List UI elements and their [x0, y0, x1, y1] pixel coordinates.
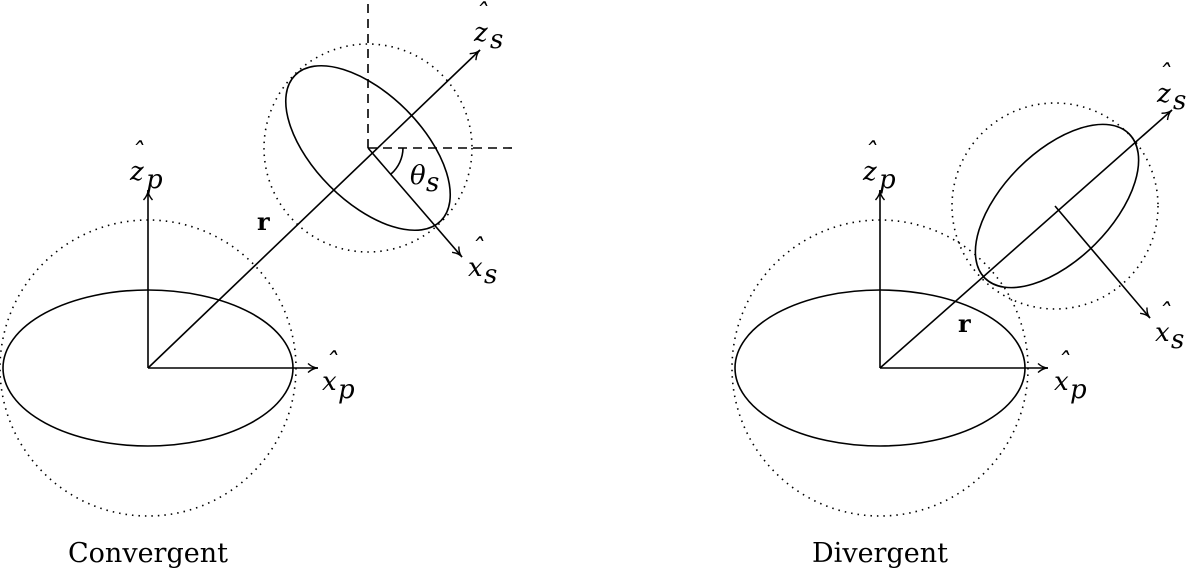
theta-label: θ s	[410, 161, 439, 198]
convergent-caption: Convergent	[68, 538, 228, 569]
r-vector-zs-axis	[147, 49, 481, 369]
svg-text:x: x	[1155, 318, 1170, 348]
svg-text:ˆ: ˆ	[131, 138, 144, 168]
svg-text:ˆ: ˆ	[1057, 348, 1070, 378]
svg-text:s: s	[1173, 86, 1186, 116]
secondary-ellipse	[974, 123, 1140, 289]
secondary-ellipse	[284, 64, 452, 232]
svg-text:z: z	[862, 157, 877, 187]
r-vector-zs-axis	[879, 109, 1173, 369]
convergent-panel: ˆ z p ˆ x p ˆ z s ˆ x s r θ s Convergent	[0, 0, 515, 569]
secondary-bounding-circle	[263, 43, 473, 253]
svg-text:s: s	[1171, 325, 1184, 355]
zs-label: ˆ z s	[473, 0, 503, 55]
svg-text:z: z	[473, 18, 488, 48]
svg-text:s: s	[490, 25, 503, 55]
svg-text:p: p	[338, 375, 355, 405]
svg-text:s: s	[426, 168, 439, 198]
xp-label: ˆ x p	[322, 348, 355, 405]
svg-text:θ: θ	[410, 161, 426, 191]
xp-label: ˆ x p	[1054, 348, 1087, 405]
svg-text:ˆ: ˆ	[1158, 299, 1171, 329]
xs-label: ˆ x s	[468, 234, 497, 290]
r-label: r	[257, 207, 270, 236]
svg-text:p: p	[146, 165, 163, 195]
xs-axis	[367, 147, 463, 258]
svg-text:z: z	[1156, 79, 1171, 109]
svg-text:ˆ: ˆ	[1158, 60, 1171, 90]
secondary-bounding-circle	[951, 102, 1159, 310]
svg-text:x: x	[322, 367, 337, 397]
svg-text:z: z	[129, 157, 144, 187]
theta-arc	[390, 147, 404, 175]
r-label: r	[958, 309, 971, 338]
svg-text:x: x	[1054, 367, 1069, 397]
svg-text:p: p	[879, 165, 896, 195]
divergent-panel: ˆ z p ˆ x p ˆ z s ˆ x s r Divergent	[731, 60, 1186, 569]
xs-axis	[1054, 205, 1151, 319]
svg-text:p: p	[1070, 375, 1087, 405]
zp-label: ˆ z p	[129, 138, 163, 195]
divergent-caption: Divergent	[812, 538, 948, 569]
svg-text:ˆ: ˆ	[864, 138, 877, 168]
svg-text:ˆ: ˆ	[475, 0, 488, 29]
zs-label: ˆ z s	[1156, 60, 1186, 116]
xs-label: ˆ x s	[1155, 299, 1184, 355]
zp-label: ˆ z p	[862, 138, 896, 195]
svg-text:x: x	[468, 253, 483, 283]
svg-text:ˆ: ˆ	[325, 348, 338, 378]
svg-text:s: s	[484, 260, 497, 290]
svg-text:ˆ: ˆ	[471, 234, 484, 264]
